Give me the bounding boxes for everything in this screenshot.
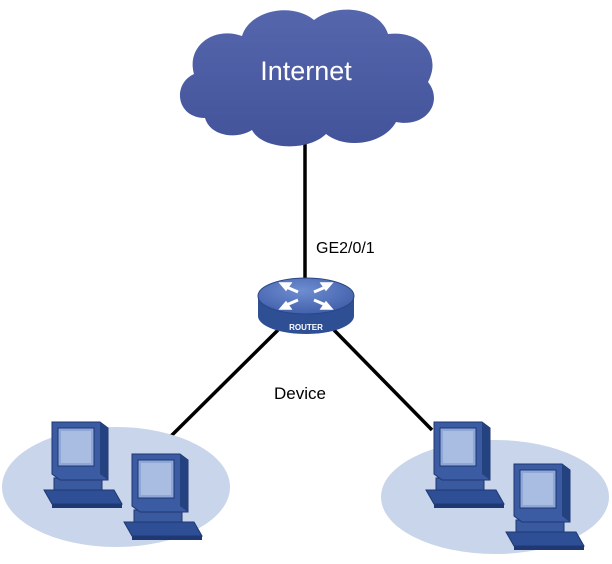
port-label: GE2/0/1 bbox=[316, 240, 375, 257]
device-label: Device bbox=[274, 384, 326, 403]
router-badge: ROUTER bbox=[289, 323, 323, 332]
left-downlink-line bbox=[165, 328, 280, 442]
internet-label: Internet bbox=[260, 56, 352, 86]
cloud-icon bbox=[179, 9, 434, 147]
right-downlink-line bbox=[332, 328, 434, 432]
router-icon: ROUTER bbox=[257, 277, 355, 334]
links bbox=[165, 140, 434, 442]
